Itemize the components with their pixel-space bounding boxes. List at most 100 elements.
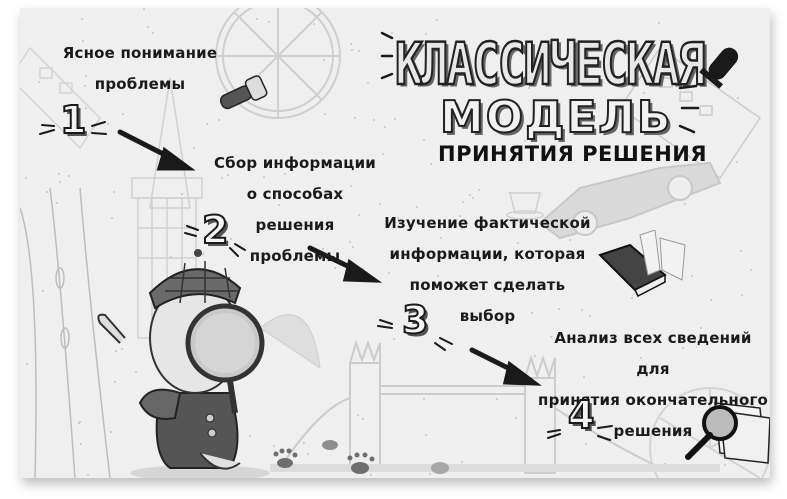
paper-speck: [367, 81, 370, 84]
paper-speck: [322, 59, 325, 62]
step-2-line-2: о способах решения: [246, 185, 344, 234]
flashlight-icon: [219, 75, 268, 110]
paper-speck: [710, 299, 713, 302]
paper-speck: [530, 312, 533, 315]
paper-speck: [348, 241, 351, 243]
paper-speck: [120, 348, 123, 351]
paper-speck: [589, 314, 592, 317]
paper-speck: [428, 473, 431, 476]
paper-speck: [373, 118, 376, 121]
step-4-line-2: принятия окончательного: [538, 391, 768, 409]
paper-speck: [84, 106, 87, 109]
step-3-line-3: поможет сделать выбор: [409, 276, 566, 325]
paper-speck: [143, 8, 146, 11]
step-2-line-3: проблемы: [249, 247, 341, 265]
paper-speck: [514, 80, 517, 83]
paper-speck: [106, 122, 109, 125]
step-1-line-1: Ясное понимание: [62, 44, 218, 62]
paper-speck: [437, 274, 440, 277]
paper-speck: [516, 242, 519, 245]
paper-speck: [227, 173, 230, 176]
arrow-2-icon: [307, 245, 383, 283]
background-sketches: [20, 8, 770, 478]
paper-speck: [83, 84, 86, 87]
paper-speck: [256, 18, 259, 21]
paper-speck: [262, 176, 265, 179]
paper-speck: [652, 76, 655, 79]
paper-speck: [312, 23, 315, 25]
paper-speck: [612, 340, 615, 343]
paper-speck: [110, 430, 113, 433]
paper-speck: [334, 266, 337, 269]
paper-speck: [699, 326, 702, 329]
paper-speck: [382, 153, 385, 156]
paper-speck: [515, 416, 518, 419]
paper-speck: [580, 308, 583, 311]
arrows: [117, 129, 542, 386]
paper-speck: [610, 437, 613, 440]
paper-speck: [146, 25, 149, 28]
paper-speck: [472, 196, 475, 199]
paper-speck: [390, 32, 393, 35]
detective-character-icon: [97, 249, 270, 478]
step-2-text: Сбор информации о способах решения пробл…: [205, 148, 385, 272]
paper-speck: [370, 473, 373, 476]
paper-speck: [181, 192, 184, 195]
paper-speck: [577, 69, 580, 72]
infographic-card: КЛАССИЧЕСКАЯ МОДЕЛЬ ПРИНЯТИЯ РЕШЕНИЯ: [20, 8, 770, 478]
paper-speck: [135, 371, 138, 374]
paper-speck: [79, 443, 82, 446]
paw-prints-icon: [273, 440, 449, 474]
title-line-1: КЛАССИЧЕСКАЯ: [394, 29, 706, 99]
paper-speck: [630, 296, 633, 299]
paper-speck: [354, 117, 357, 120]
paper-speck: [569, 239, 572, 242]
paper-speck: [684, 203, 687, 206]
paper-speck: [220, 176, 223, 179]
step-2-number: 2: [201, 207, 229, 253]
title-line-2: МОДЕЛЬ: [439, 91, 673, 144]
paper-speck: [349, 185, 352, 188]
paper-speck: [25, 177, 28, 180]
paper-speck: [110, 216, 113, 219]
paper-speck: [435, 19, 438, 22]
arrow-3-icon: [469, 347, 542, 386]
paper-speck: [378, 202, 381, 205]
arrow-1-icon: [117, 129, 196, 171]
paper-speck: [306, 452, 309, 455]
paper-speck: [523, 139, 526, 142]
paper-speck: [424, 433, 427, 436]
paper-speck: [270, 165, 273, 168]
paper-speck: [422, 139, 425, 142]
step-4-text: Анализ всех сведений для принятия оконча…: [538, 323, 768, 447]
paper-speck: [81, 17, 84, 20]
paper-speck: [113, 380, 116, 383]
paper-speck: [38, 80, 41, 83]
paper-speck: [681, 347, 684, 350]
step-3-number: 3: [401, 297, 429, 343]
paper-speck: [469, 193, 472, 196]
paper-speck: [692, 132, 695, 135]
marker-icon: [699, 47, 739, 89]
paper-speck: [550, 335, 553, 338]
paper-speck: [415, 255, 418, 258]
step-1-text: Ясное понимание проблемы: [45, 38, 235, 100]
calculator-sketch-icon: [618, 46, 762, 180]
paper-speck: [585, 442, 588, 445]
paper-speck: [639, 357, 642, 360]
paper-speck: [352, 245, 355, 248]
building-icon: [20, 46, 101, 150]
paper-speck: [447, 109, 450, 112]
paper-speck: [496, 397, 499, 400]
paper-speck: [58, 181, 61, 184]
paper-speck: [192, 147, 195, 150]
paper-speck: [416, 206, 419, 209]
paper-speck: [283, 172, 286, 175]
paper-speck: [741, 294, 744, 297]
paper-speck: [460, 228, 463, 231]
paper-speck: [85, 74, 88, 77]
paper-speck: [488, 48, 490, 51]
paper-speck: [658, 21, 661, 24]
paper-speck: [82, 40, 85, 43]
paper-speck: [422, 398, 425, 401]
